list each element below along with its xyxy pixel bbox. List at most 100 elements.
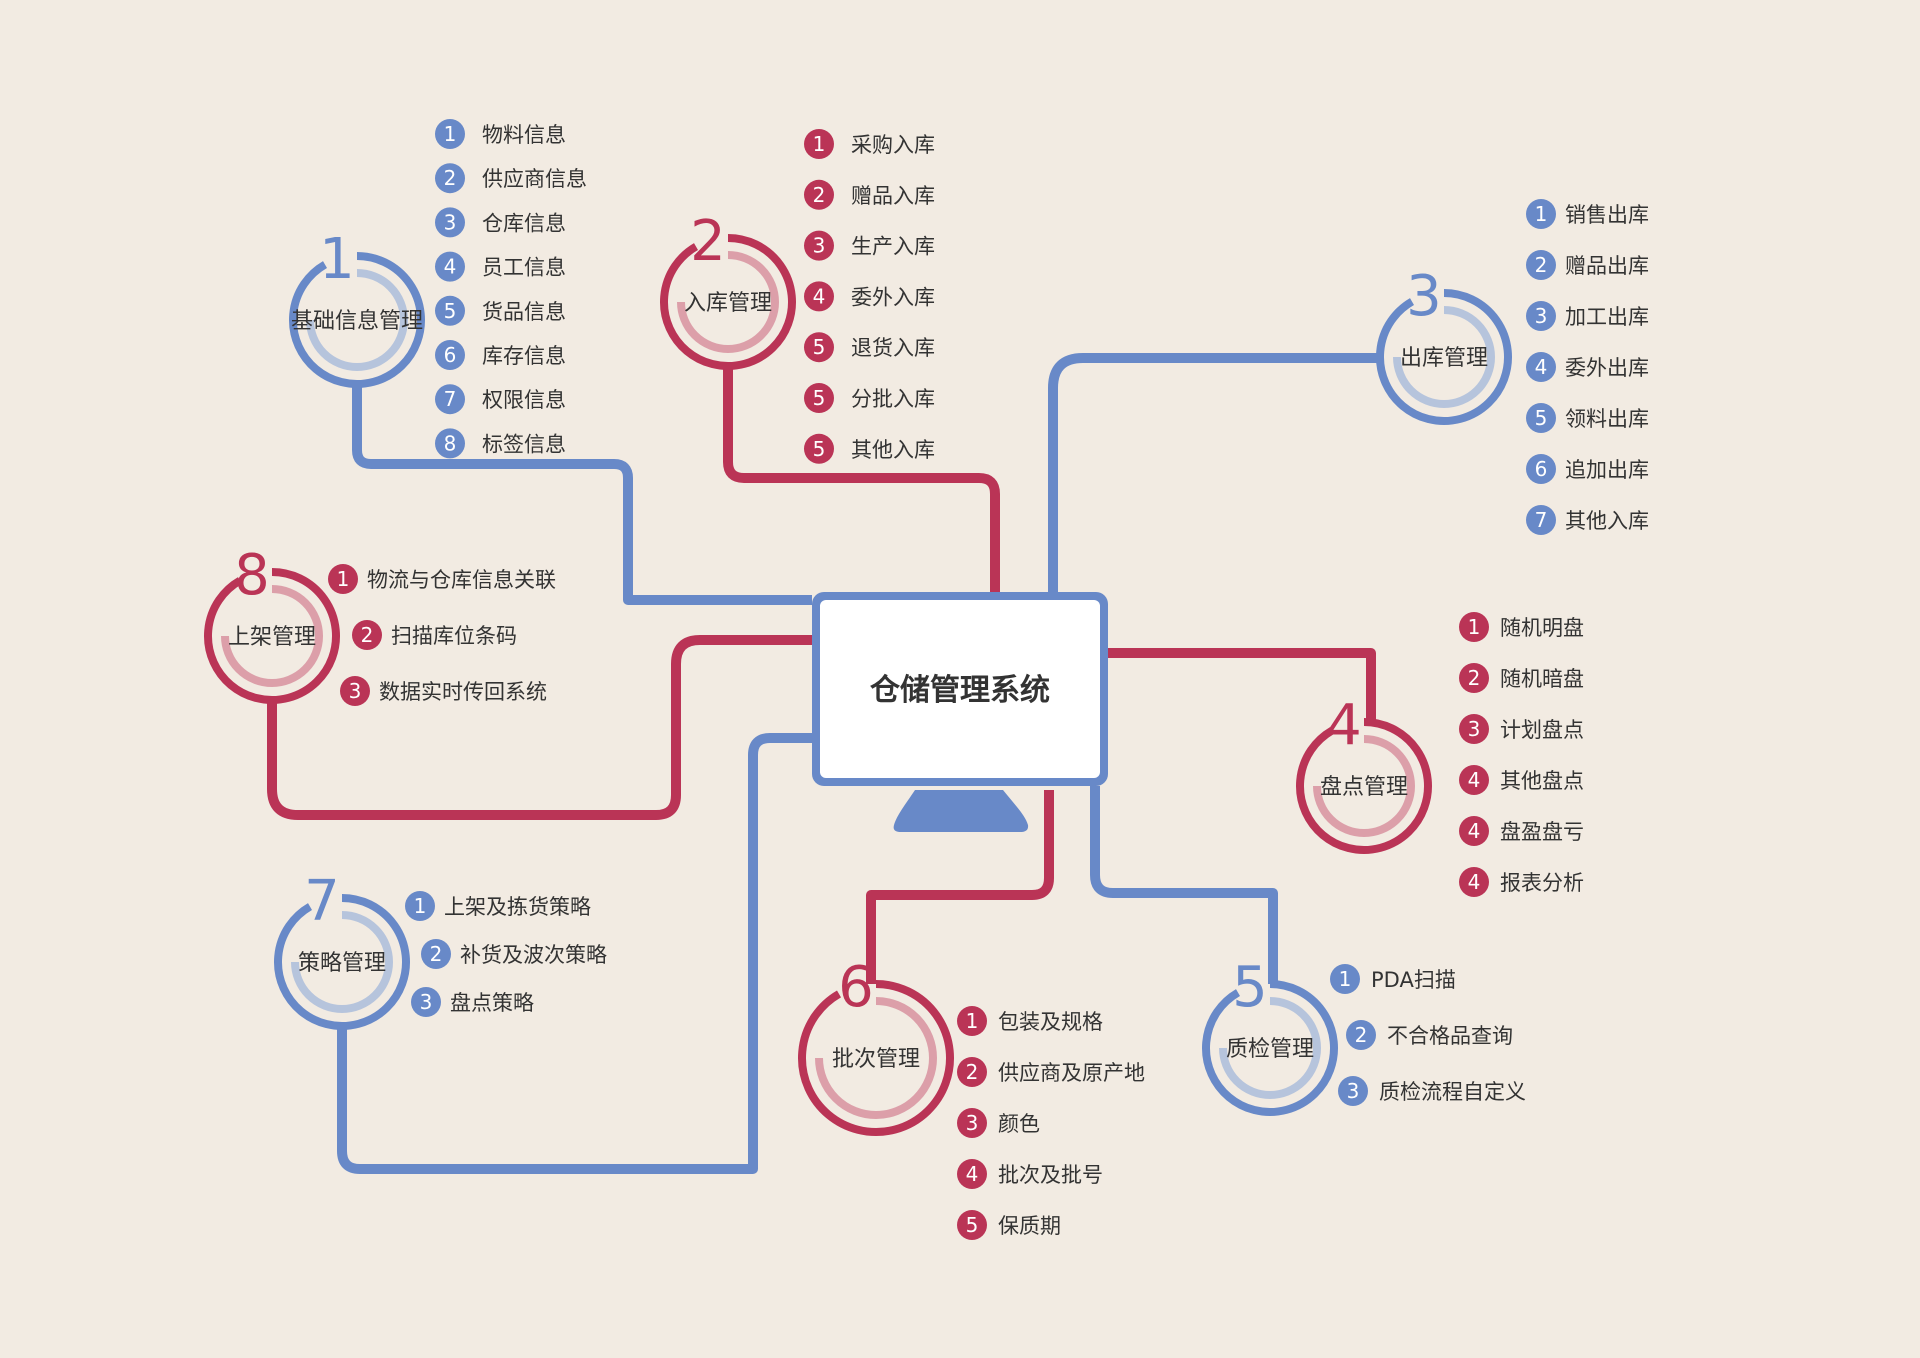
number-badge — [957, 1108, 987, 1138]
list-item[interactable]: 1 随机明盘 — [1459, 612, 1584, 642]
node-number: 2 — [690, 209, 726, 274]
item-label: 保质期 — [998, 1214, 1061, 1238]
item-label: 库存信息 — [482, 344, 566, 368]
item-label: 员工信息 — [482, 256, 566, 280]
number-badge — [1330, 964, 1360, 994]
badge-number: 1 — [337, 567, 350, 591]
node-title: 上架管理 — [228, 625, 316, 650]
item-label: 盘点策略 — [450, 991, 534, 1015]
badge-number: 1 — [1339, 967, 1352, 991]
badge-number: 4 — [966, 1162, 979, 1186]
list-item[interactable]: 3 数据实时传回系统 — [340, 676, 547, 706]
item-label: 计划盘点 — [1500, 718, 1584, 742]
item-label: 供应商及原产地 — [998, 1061, 1145, 1085]
number-badge — [1526, 301, 1556, 331]
connector-node-6 — [866, 790, 1054, 984]
number-badge — [352, 620, 382, 650]
node-ring — [204, 568, 340, 704]
item-label: 退货入库 — [851, 336, 935, 360]
list-item[interactable]: 3 生产入库 — [804, 230, 935, 261]
badge-number: 6 — [1535, 457, 1548, 481]
badge-number: 5 — [444, 299, 457, 323]
number-badge — [1459, 816, 1489, 846]
node-number: 6 — [838, 955, 874, 1020]
item-label: 加工出库 — [1565, 305, 1649, 329]
item-label: 委外出库 — [1565, 356, 1649, 380]
badge-number: 8 — [444, 431, 457, 455]
badge-number: 6 — [444, 343, 457, 367]
badge-number: 3 — [813, 234, 826, 258]
item-label: 随机明盘 — [1500, 616, 1584, 640]
node-inner-arc — [1219, 997, 1321, 1099]
node-title: 策略管理 — [298, 951, 386, 976]
connectors — [267, 353, 1380, 1174]
badge-number: 2 — [430, 942, 443, 966]
number-badge — [435, 384, 465, 415]
badge-number: 5 — [813, 437, 826, 461]
item-label: 生产入库 — [851, 235, 935, 259]
badge-number: 3 — [966, 1111, 979, 1135]
node-ring — [1296, 718, 1432, 854]
item-label: 领料出库 — [1565, 407, 1649, 431]
list-item[interactable]: 2 补货及波次策略 — [421, 939, 607, 969]
item-label: 数据实时传回系统 — [379, 680, 547, 704]
list-item[interactable]: 6 库存信息 — [435, 340, 566, 370]
item-label: 补货及波次策略 — [460, 943, 607, 967]
badge-number: 3 — [349, 679, 362, 703]
connector-node-8 — [267, 635, 812, 820]
number-badge — [957, 1210, 987, 1240]
badge-number: 1 — [1468, 615, 1481, 639]
item-label: 包装及规格 — [998, 1010, 1103, 1034]
number-badge — [804, 281, 834, 312]
connector-node-5 — [1090, 786, 1278, 984]
item-label: 盘盈盘亏 — [1500, 820, 1584, 844]
node-number: 5 — [1232, 955, 1268, 1020]
